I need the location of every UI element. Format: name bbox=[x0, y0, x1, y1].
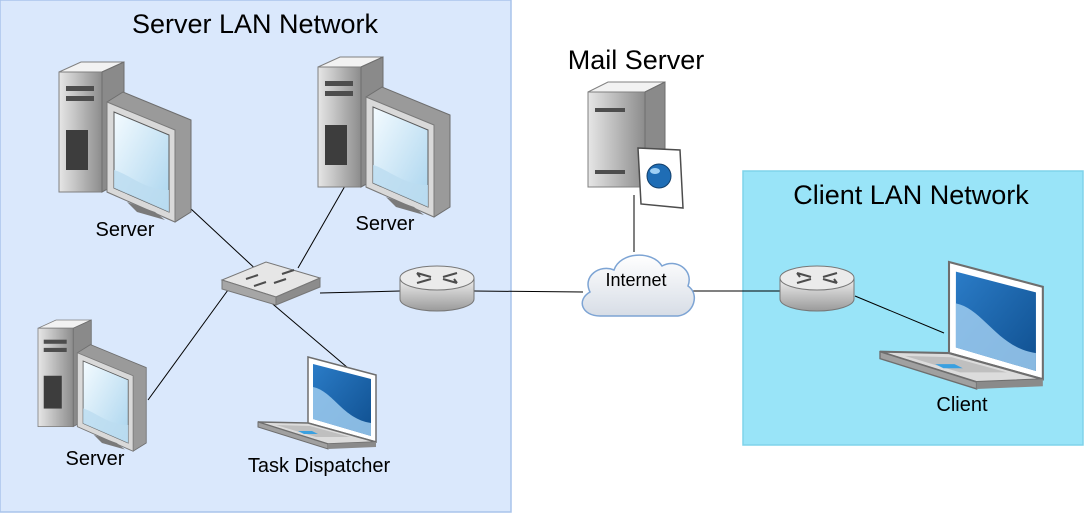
server-top-left[interactable]: Server bbox=[58, 61, 192, 241]
link-switch-server-top-left bbox=[189, 207, 263, 276]
links bbox=[147, 185, 945, 401]
internet-cloud[interactable]: Internet bbox=[581, 254, 696, 317]
server-bottom-left[interactable]: Server bbox=[37, 319, 147, 470]
task-dispatcher[interactable]: Task Dispatcher bbox=[248, 356, 391, 477]
link-switch-server-bottom-left bbox=[147, 289, 229, 401]
switch-arrows-icon bbox=[245, 269, 295, 287]
link-client-router-client bbox=[854, 295, 945, 334]
client-lan-title: Client LAN Network bbox=[793, 180, 1029, 210]
cloud-icon bbox=[581, 254, 696, 317]
server-top-right[interactable]: Server bbox=[317, 56, 451, 235]
link-switch-server-top-right bbox=[297, 185, 346, 269]
link-router-internet bbox=[473, 290, 584, 293]
link-switch-router bbox=[319, 290, 401, 294]
client[interactable]: Client bbox=[878, 260, 1044, 416]
switch[interactable] bbox=[220, 261, 322, 306]
task-dispatcher-label: Task Dispatcher bbox=[248, 455, 391, 477]
server-bottom-left-label: Server bbox=[66, 448, 125, 470]
server-top-left-label: Server bbox=[96, 219, 155, 241]
server-lan-title: Server LAN Network bbox=[132, 9, 379, 39]
switch-side bbox=[275, 277, 321, 306]
client-lan-router[interactable] bbox=[779, 265, 855, 312]
mail-server[interactable]: Mail Server bbox=[568, 45, 705, 209]
internet-label: Internet bbox=[605, 270, 666, 290]
server-lan-router[interactable] bbox=[399, 265, 475, 312]
mail-server-icon bbox=[587, 81, 684, 209]
link-switch-task-dispatcher bbox=[267, 299, 349, 369]
mail-server-label: Mail Server bbox=[568, 45, 705, 75]
router-icon bbox=[779, 265, 855, 312]
client-label: Client bbox=[936, 394, 988, 416]
router-icon bbox=[399, 265, 475, 312]
server-top-right-label: Server bbox=[356, 213, 415, 235]
